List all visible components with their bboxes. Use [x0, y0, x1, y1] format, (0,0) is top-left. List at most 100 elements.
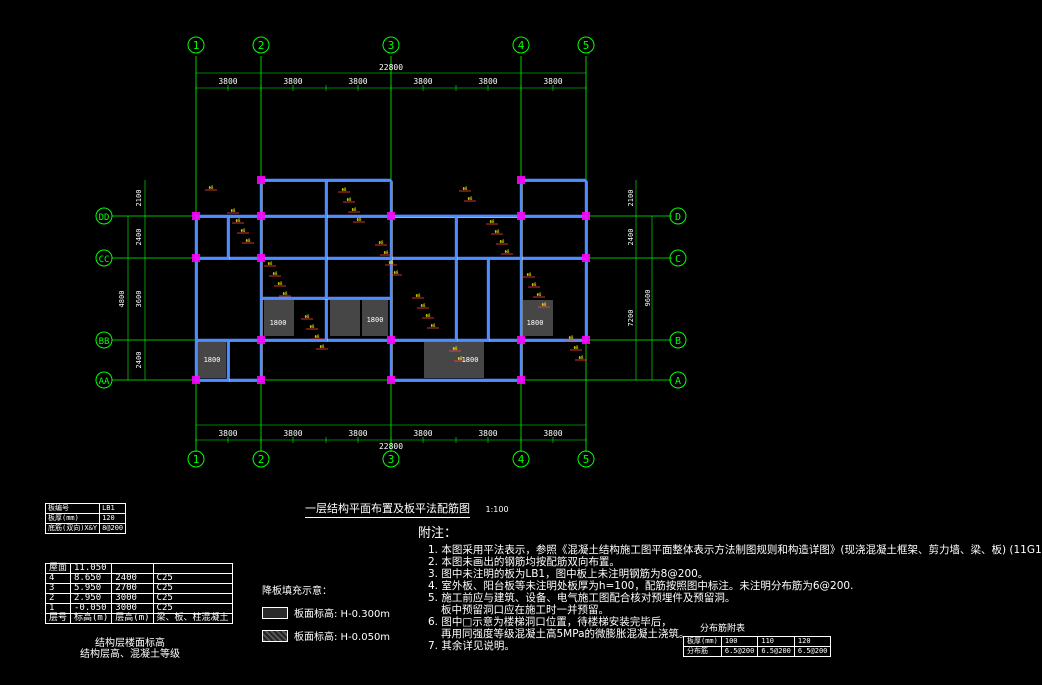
- rebar-label: Φ8: [463, 186, 468, 191]
- note-line: 1. 本图采用平法表示，参照《混凝土结构施工图平面整体表示方法制图规则和构造详图…: [428, 544, 1042, 556]
- note-line: 4. 室外板、阳台板等未注明处板厚为h=100，配筋按照图中标注。未注明分布筋为…: [428, 580, 854, 592]
- dim-vertical: 2400: [627, 229, 635, 246]
- axis-bubble: [95, 249, 113, 267]
- rebar-label: Φ8: [569, 335, 574, 340]
- dim-span: 3800: [283, 429, 302, 438]
- rebar-label: Φ8: [283, 291, 288, 296]
- rebar-label: Φ8: [379, 240, 384, 245]
- column: [387, 212, 395, 220]
- cell: 120: [99, 513, 127, 524]
- dim-vertical: 2400: [135, 352, 143, 369]
- title-scale: 1:100: [485, 505, 509, 514]
- drawing-title: 一层结构平面布置及板平法配筋图 1:100: [305, 500, 509, 518]
- column: [192, 254, 200, 262]
- axis-letter: CC: [99, 255, 110, 265]
- dim-span: 3800: [478, 77, 497, 86]
- cell: 底筋(双向)X&Y: [44, 523, 101, 534]
- cell: C25: [152, 583, 233, 594]
- axis-bubble: [669, 249, 687, 267]
- cell: 6.5@200: [720, 646, 759, 657]
- rebar-label: Φ8: [527, 272, 532, 277]
- note-line: 6. 图中□示意为楼梯洞口位置，待楼梯安装完毕后，: [428, 616, 672, 628]
- rebar-label: Φ8: [305, 314, 310, 319]
- rebar-label: Φ8: [542, 302, 547, 307]
- note-line: 3. 图中未注明的板为LB1，图中板上未注明钢筋为8@200。: [428, 568, 709, 580]
- rebar-label: Φ8: [241, 228, 246, 233]
- columns: [192, 176, 590, 384]
- dropped-slab-zone: [264, 300, 294, 336]
- cell: 分布筋: [683, 646, 722, 657]
- axis-number: 3: [388, 453, 395, 466]
- dim-span: 3800: [283, 77, 302, 86]
- rebar-label: Φ8: [579, 355, 584, 360]
- dropped-slab-zone: [330, 300, 360, 336]
- axis-bubble: [382, 450, 400, 468]
- column: [192, 212, 200, 220]
- axis-number: 4: [518, 39, 525, 52]
- dim-vertical: 3600: [135, 291, 143, 308]
- cell: C25: [152, 593, 233, 604]
- axis-bubble: [512, 450, 530, 468]
- axis-bubble: [252, 36, 270, 54]
- rebar-label: Φ8: [426, 313, 431, 318]
- slab-drop-label: 1800: [270, 319, 287, 327]
- cell: 6.5@200: [757, 646, 795, 657]
- cell: 6.5@200: [793, 646, 832, 657]
- legend-item: 板面标高: H-0.050m: [262, 628, 390, 643]
- dim-span: 3800: [478, 429, 497, 438]
- legend-label: 板面标高: H-0.300m: [294, 609, 391, 620]
- dim-total: 22800: [379, 442, 403, 451]
- dim-span: 3800: [218, 429, 237, 438]
- axis-letter: D: [675, 212, 681, 223]
- axis-letter: AA: [99, 377, 110, 387]
- dropped-slab-zone: [362, 300, 388, 336]
- dim-vertical: 4800: [118, 291, 126, 308]
- dim-span: 3800: [543, 77, 562, 86]
- axis-letter: DD: [99, 213, 110, 223]
- rebar-label: Φ8: [537, 292, 542, 297]
- dim-vertical: 7200: [627, 310, 635, 327]
- axis-number: 5: [583, 453, 590, 466]
- rebar-label: Φ8: [347, 197, 352, 202]
- slab-drop-label: 1800: [527, 319, 544, 327]
- rebar-label: Φ8: [495, 229, 500, 234]
- axis-number: 5: [583, 39, 590, 52]
- column: [517, 212, 525, 220]
- column: [257, 176, 265, 184]
- column: [517, 376, 525, 384]
- rebar-label: Φ8: [500, 239, 505, 244]
- cell: 层高(m): [111, 613, 154, 624]
- rebar-label: Φ8: [342, 187, 347, 192]
- dim-span: 3800: [348, 429, 367, 438]
- cell: 3: [44, 583, 72, 594]
- dim-span: 3800: [218, 77, 237, 86]
- rebar-label: Φ8: [209, 185, 214, 190]
- axis-letter: BB: [99, 337, 110, 347]
- slab-drop-label: 1800: [462, 356, 479, 364]
- dim-span: 3800: [543, 429, 562, 438]
- rebar-label: Φ8: [236, 218, 241, 223]
- column: [582, 212, 590, 220]
- cell: 8.650: [70, 573, 113, 584]
- axis-bubble: [669, 371, 687, 389]
- rebar-label: Φ8: [268, 261, 273, 266]
- column: [582, 336, 590, 344]
- cell: C25: [152, 573, 233, 584]
- cell: 5.950: [70, 583, 113, 594]
- dim-vertical: 9600: [644, 290, 652, 307]
- rebar-label: Φ8: [273, 271, 278, 276]
- axis-letter: B: [675, 336, 681, 347]
- axis-letter: C: [675, 254, 681, 265]
- general-notes: 附注： 1. 本图采用平法表示，参照《混凝土结构施工图平面整体表示方法制图规则和…: [418, 527, 1042, 652]
- dim-span: 3800: [413, 77, 432, 86]
- title-text: 一层结构平面布置及板平法配筋图: [305, 502, 470, 518]
- cell: 3000: [111, 603, 154, 614]
- legend-swatch-hatched: [262, 629, 288, 642]
- axis-number: 3: [388, 39, 395, 52]
- axis-bubble: [669, 207, 687, 225]
- cell: [111, 563, 154, 574]
